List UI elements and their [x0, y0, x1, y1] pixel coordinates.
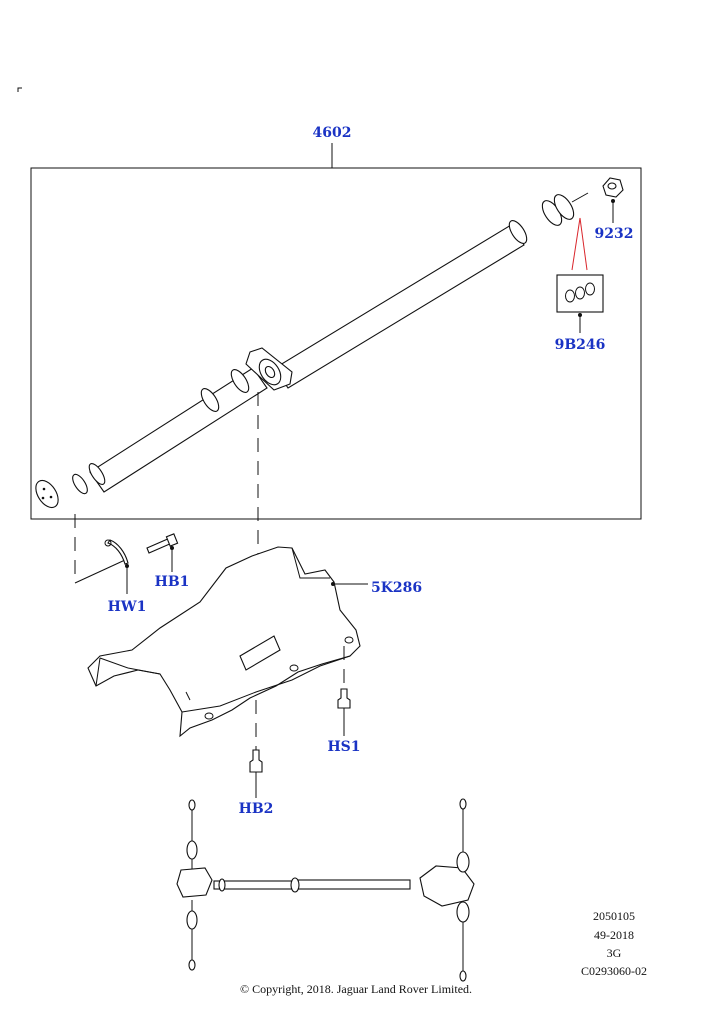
reference-line-4: C0293060-02	[581, 964, 647, 978]
callout-4602[interactable]: 4602	[313, 125, 352, 141]
washer-hw1[interactable]	[104, 539, 129, 594]
bolt-hb2[interactable]	[249, 700, 263, 798]
callout-5k286[interactable]: 5K286	[371, 580, 422, 596]
assembly-guide-lines	[74, 392, 259, 584]
bolt-hb1[interactable]	[146, 533, 179, 572]
copyright-notice: © Copyright, 2018. Jaguar Land Rover Lim…	[240, 982, 472, 996]
seal-kit-9b246[interactable]	[556, 217, 604, 333]
callout-hb1[interactable]: HB1	[155, 574, 190, 590]
propshaft-group-frame	[30, 143, 642, 520]
driveline-locator-overview	[176, 798, 475, 982]
propshaft-assembly[interactable]	[31, 191, 589, 511]
reference-line-2: 49-2018	[594, 928, 634, 942]
callout-9232[interactable]: 9232	[595, 226, 634, 242]
callout-9b246[interactable]: 9B246	[555, 337, 606, 353]
callout-hw1[interactable]: HW1	[108, 599, 147, 615]
callout-hs1[interactable]: HS1	[327, 739, 360, 755]
heat-shield-5k286[interactable]	[87, 546, 368, 738]
reference-line-3: 3G	[607, 946, 622, 960]
screw-hs1[interactable]	[337, 646, 351, 736]
reference-line-1: 2050105	[593, 909, 635, 923]
callout-hb2[interactable]: HB2	[239, 801, 274, 817]
nut-9232[interactable]	[602, 177, 624, 223]
corner-mark	[17, 87, 22, 92]
